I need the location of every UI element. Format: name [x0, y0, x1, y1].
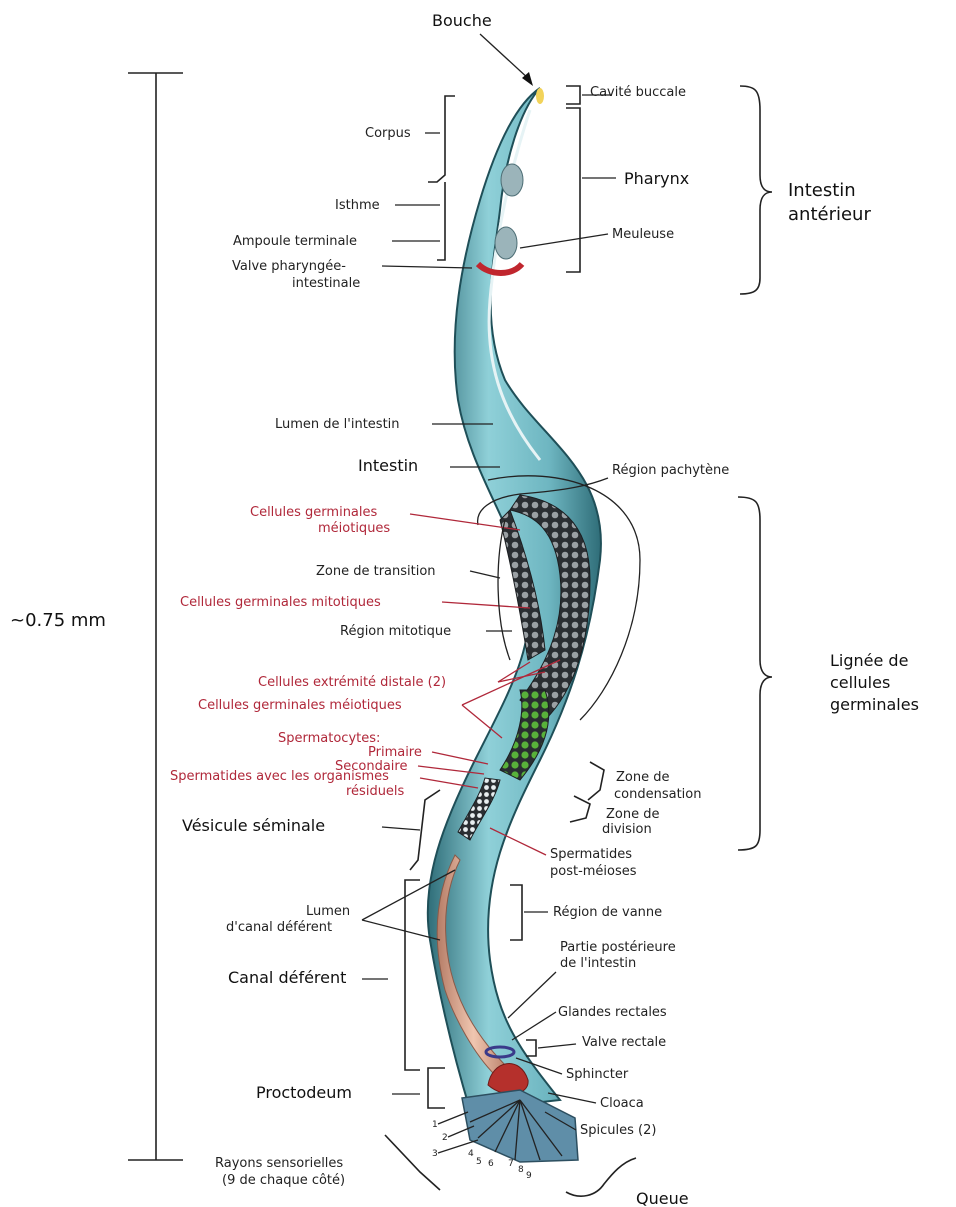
label-pharynx: Pharynx	[624, 169, 689, 188]
label-region-pachytene: Région pachytène	[612, 463, 729, 478]
label-cavite-buccale: Cavité buccale	[590, 85, 686, 100]
label-lignee-3: germinales	[830, 695, 919, 714]
label-region-vanne: Région de vanne	[553, 905, 662, 920]
label-meuleuse: Meuleuse	[612, 227, 674, 242]
label-primaire: Primaire	[368, 745, 422, 760]
label-valve-rectale: Valve rectale	[582, 1035, 666, 1050]
label-vesicule-seminale: Vésicule séminale	[182, 816, 325, 835]
ray-number: 9	[526, 1171, 532, 1181]
label-partie-posterieure-2: de l'intestin	[560, 956, 636, 971]
ray-number: 3	[432, 1149, 438, 1159]
label-lumen-canal-2: d'canal déférent	[226, 920, 332, 935]
ray-number: 5	[476, 1157, 482, 1167]
label-spermatides-org-2: résiduels	[346, 784, 405, 799]
scale-label: ~0.75 mm	[10, 610, 106, 631]
label-intestin-anterieur-2: antérieur	[788, 204, 871, 225]
label-cg-meiotiques-1a: Cellules germinales	[250, 505, 378, 520]
label-lumen-canal-1: Lumen	[306, 904, 350, 919]
ray-number: 7	[508, 1159, 514, 1169]
label-cg-mitotiques: Cellules germinales mitotiques	[180, 595, 381, 610]
label-spicules: Spicules (2)	[580, 1123, 656, 1138]
label-canal-deferent: Canal déférent	[228, 968, 346, 987]
label-valve-pharyngee-2: intestinale	[292, 276, 360, 291]
label-rayons-1: Rayons sensorielles	[215, 1156, 343, 1171]
pharynx-bulb-1	[501, 164, 523, 196]
label-zone-division-2: division	[602, 822, 652, 837]
worm-body	[428, 88, 601, 1162]
label-region-mitotique: Région mitotique	[340, 624, 451, 639]
scale-bar: ~0.75 mm	[8, 73, 183, 1160]
ray-number: 4	[468, 1149, 474, 1159]
label-ampoule: Ampoule terminale	[233, 234, 357, 249]
label-zone-condensation-2: condensation	[614, 787, 701, 802]
label-cg-meiotiques-2: Cellules germinales méiotiques	[198, 698, 402, 713]
label-lignee-2: cellules	[830, 673, 890, 692]
label-isthme: Isthme	[335, 198, 380, 213]
label-spermatocytes: Spermatocytes:	[278, 731, 380, 746]
label-zone-division-1: Zone de	[606, 807, 659, 822]
label-spermatides-post-1: Spermatides	[550, 847, 632, 862]
label-glandes-rectales: Glandes rectales	[558, 1005, 667, 1020]
label-intestin-anterieur-1: Intestin	[788, 180, 856, 201]
pharynx-bulb-2	[495, 227, 517, 259]
label-zone-condensation-1: Zone de	[616, 770, 669, 785]
label-corpus: Corpus	[365, 126, 411, 141]
label-intestin: Intestin	[358, 456, 418, 475]
ray-number: 6	[488, 1159, 494, 1169]
label-cloaca: Cloaca	[600, 1096, 644, 1111]
label-spermatides-post-2: post-méioses	[550, 864, 637, 879]
label-bouche: Bouche	[432, 11, 492, 30]
label-queue: Queue	[636, 1189, 689, 1207]
ray-number: 1	[432, 1120, 438, 1130]
label-sphincter: Sphincter	[566, 1067, 629, 1082]
label-partie-posterieure-1: Partie postérieure	[560, 940, 676, 955]
label-rayons-2: (9 de chaque côté)	[222, 1173, 345, 1188]
label-lignee-1: Lignée de	[830, 651, 908, 670]
label-lumen-intestin: Lumen de l'intestin	[275, 417, 400, 432]
label-proctodeum: Proctodeum	[256, 1083, 352, 1102]
ray-number: 2	[442, 1133, 448, 1143]
label-cg-meiotiques-1b: méiotiques	[318, 521, 390, 536]
label-valve-pharyngee-1: Valve pharyngée-	[232, 259, 346, 274]
mouth-tip	[536, 88, 544, 104]
label-cellules-distale: Cellules extrémité distale (2)	[258, 675, 446, 690]
label-spermatides-org-1: Spermatides avec les organismes	[170, 769, 389, 784]
label-zone-transition: Zone de transition	[316, 564, 436, 579]
ray-number: 8	[518, 1165, 524, 1175]
